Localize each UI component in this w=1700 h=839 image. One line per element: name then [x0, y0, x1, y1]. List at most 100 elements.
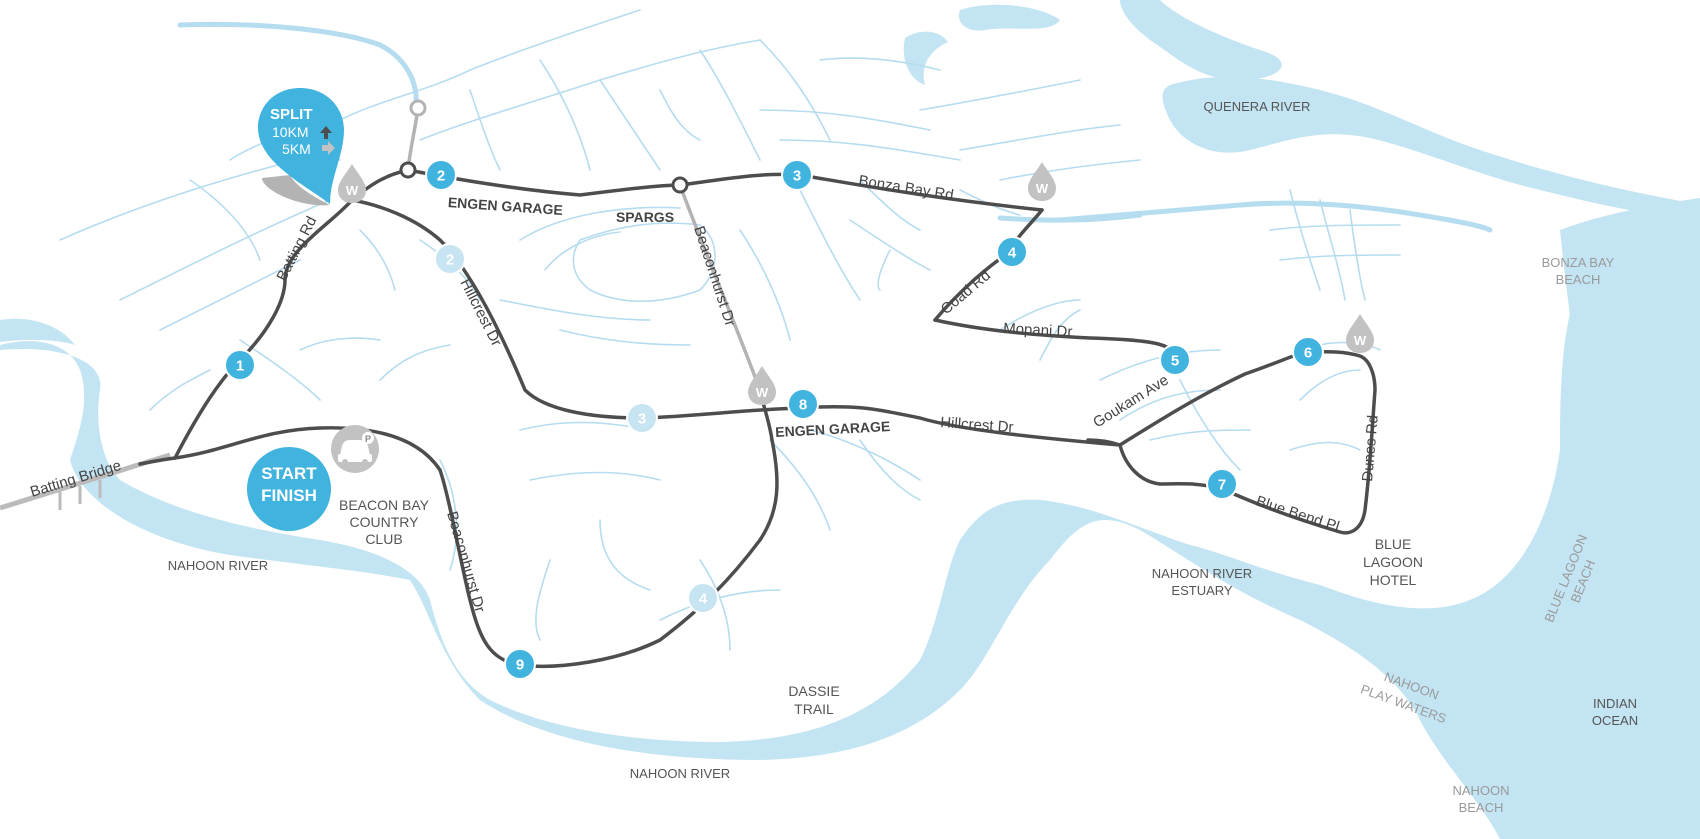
km-marker-5k-3: 3: [626, 402, 658, 434]
km-marker-5k-4: 4: [687, 582, 719, 614]
km-marker-7-number: 7: [1218, 477, 1226, 494]
arrow-up-icon: [320, 126, 332, 139]
parking-car-icon: P: [331, 425, 379, 473]
km-marker-1-number: 1: [236, 358, 244, 375]
label-nahoon-river-1: NAHOON RIVER: [168, 558, 268, 573]
split-10km: 10KM: [272, 124, 309, 140]
km-marker-5k-4-circle: [687, 582, 719, 614]
label-mopani-dr: Mopani Dr: [1003, 320, 1073, 341]
water-point-icon: W: [338, 164, 366, 203]
km-marker-2-number: 2: [437, 168, 445, 185]
km-marker-5k-4-number: 4: [699, 591, 708, 608]
label-beaconhurst-dr-1: Beaconhurst Dr: [690, 224, 738, 328]
west-bay: [0, 318, 75, 345]
label-quenera-river: QUENERA RIVER: [1204, 99, 1311, 114]
km-marker-4: 4: [996, 236, 1028, 268]
km-marker-5-number: 5: [1171, 353, 1179, 370]
km-marker-1-circle: [224, 349, 256, 381]
label-engen-garage-2: ENGEN GARAGE: [775, 418, 891, 440]
indian-ocean: [1543, 198, 1700, 839]
label-beacon-bay-cc-1: BEACON BAY: [339, 497, 430, 513]
km-marker-7: 7: [1206, 468, 1238, 500]
km-marker-4-number: 4: [1008, 245, 1017, 262]
streams: [177, 21, 1493, 233]
km-marker-2-circle: [425, 159, 457, 191]
label-hillcrest-dr-1: Hillcrest Dr: [456, 276, 504, 349]
km-marker-3-number: 3: [793, 168, 801, 185]
quenera-upper: [1120, 0, 1282, 80]
label-dunes-rd: Dunes Rd: [1359, 414, 1382, 482]
stream-north: [903, 31, 948, 85]
label-estuary-2: ESTUARY: [1171, 583, 1232, 598]
label-blue-lagoon-hotel-1: BLUE: [1375, 536, 1412, 552]
label-beacon-bay-cc-2: COUNTRY: [350, 514, 420, 530]
water-drop-shape: [1346, 314, 1374, 353]
label-bonza-bay-rd: Bonza Bay Rd: [857, 172, 954, 204]
km-markers-10k: 1 2 3 4 5 6 7 8 9: [224, 159, 1324, 680]
water-drop-shape: [338, 164, 366, 203]
km-marker-8-circle: [787, 388, 819, 420]
water-point-letter: W: [1036, 181, 1049, 196]
km-marker-5k-2-number: 2: [446, 252, 454, 269]
km-marker-5-circle: [1159, 344, 1191, 376]
split-5km: 5KM: [282, 141, 311, 157]
label-blue-bend-pl: Blue Bend Pl: [1254, 493, 1342, 536]
km-marker-8-number: 8: [799, 397, 807, 414]
km-marker-4-circle: [996, 236, 1028, 268]
water-drop-shape: [748, 366, 776, 405]
label-nahoon-beach-2: BEACH: [1459, 800, 1504, 815]
km-marker-6-number: 6: [1304, 345, 1312, 362]
svg-text:P: P: [365, 434, 371, 444]
water-point-icon: W: [748, 366, 776, 405]
water-points: W W W W: [338, 162, 1374, 405]
km-marker-9-number: 9: [516, 657, 524, 674]
km-marker-5k-3-number: 3: [638, 411, 646, 428]
km-marker-6: 6: [1292, 336, 1324, 368]
water-point-icon: W: [1028, 162, 1056, 201]
start-finish-marker: START FINISH: [247, 447, 331, 531]
km-marker-5k-2: 2: [434, 243, 466, 275]
split-pin: [258, 88, 344, 204]
km-marker-7-circle: [1206, 468, 1238, 500]
label-estuary-1: NAHOON RIVER: [1152, 566, 1252, 581]
label-dassie-trail-1: DASSIE: [788, 683, 839, 699]
quenera-branch: [959, 4, 1060, 31]
finish-label: FINISH: [261, 486, 317, 505]
label-blue-lagoon-hotel-3: HOTEL: [1370, 572, 1417, 588]
km-marker-3: 3: [781, 159, 813, 191]
km-markers-5k: 2 3 4: [434, 243, 719, 614]
label-nahoon-beach-1: NAHOON: [1452, 783, 1509, 798]
label-bonza-bay-beach-2: BEACH: [1556, 272, 1601, 287]
km-marker-5k-3-circle: [626, 402, 658, 434]
arrow-right-icon: [322, 141, 335, 155]
water-point-letter: W: [756, 385, 769, 400]
label-bonza-bay-beach-1: BONZA BAY: [1542, 255, 1615, 270]
nahoon-river: [0, 200, 1700, 839]
km-marker-9: 9: [504, 648, 536, 680]
km-marker-1: 1: [224, 349, 256, 381]
water-point-icon: W: [1346, 314, 1374, 353]
label-indian-ocean-2: OCEAN: [1592, 713, 1638, 728]
km-marker-5: 5: [1159, 344, 1191, 376]
label-dassie-trail-2: TRAIL: [794, 701, 834, 717]
label-engen-garage-1: ENGEN GARAGE: [447, 194, 563, 218]
km-marker-9-circle: [504, 648, 536, 680]
km-marker-6-circle: [1292, 336, 1324, 368]
label-coad-rd: Coad Rd: [938, 267, 994, 318]
label-hillcrest-dr-2: Hillcrest Dr: [940, 414, 1014, 436]
route-north-spur: [406, 106, 420, 172]
label-beacon-bay-cc-3: CLUB: [365, 531, 402, 547]
label-beaconhurst-dr-2: Beaconhurst Dr: [443, 509, 488, 614]
label-batting-rd: Batting Rd: [273, 214, 320, 284]
km-marker-8: 8: [787, 388, 819, 420]
label-indian-ocean-1: INDIAN: [1593, 696, 1637, 711]
label-spargs: SPARGS: [616, 209, 674, 225]
label-nahoon-river-2: NAHOON RIVER: [630, 766, 730, 781]
split-marker: SPLIT 10KM 5KM: [258, 88, 344, 206]
water-point-letter: W: [1354, 333, 1367, 348]
route-5km-connector: [678, 183, 762, 392]
place-labels: ENGEN GARAGE SPARGS ENGEN GARAGE BEACON …: [339, 194, 1423, 717]
label-blue-lagoon-hotel-2: LAGOON: [1363, 554, 1423, 570]
